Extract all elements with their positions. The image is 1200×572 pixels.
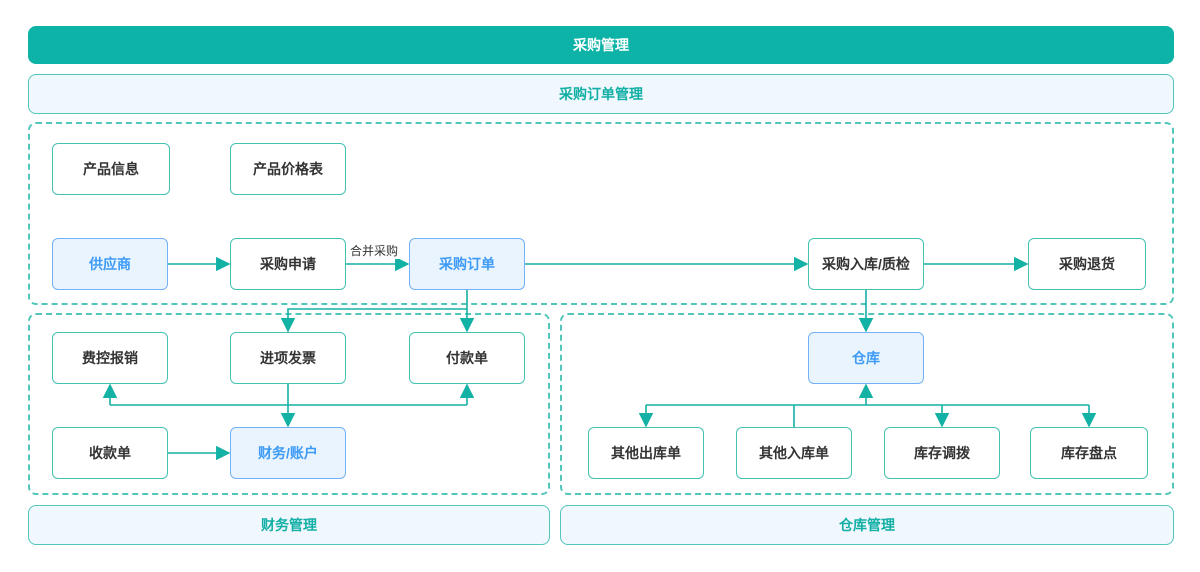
- node-purchase-order: 采购订单: [409, 238, 525, 290]
- node-product-price-list: 产品价格表: [230, 143, 346, 195]
- node-expense-claim: 费控报销: [52, 332, 168, 384]
- node-product-info: 产品信息: [52, 143, 170, 195]
- node-other-outbound: 其他出库单: [588, 427, 704, 479]
- section-bar-finance-label: 财务管理: [261, 517, 317, 533]
- node-other-inbound: 其他入库单: [736, 427, 852, 479]
- node-payment-order: 付款单: [409, 332, 525, 384]
- edge-label-merge-purchase: 合并采购: [348, 242, 401, 259]
- node-receipt-order: 收款单: [52, 427, 168, 479]
- node-input-invoice: 进项发票: [230, 332, 346, 384]
- region-purchase-order-management: [28, 122, 1174, 305]
- node-purchase-return: 采购退货: [1028, 238, 1146, 290]
- page-title: 采购管理: [573, 37, 629, 53]
- node-stock-transfer: 库存调拨: [884, 427, 1000, 479]
- node-warehouse: 仓库: [808, 332, 924, 384]
- node-finance-account: 财务/账户: [230, 427, 346, 479]
- node-purchase-request: 采购申请: [230, 238, 346, 290]
- node-purchase-inbound-qc: 采购入库/质检: [808, 238, 924, 290]
- section-bar-finance: 财务管理: [28, 505, 550, 545]
- subheader-title: 采购订单管理: [559, 86, 643, 102]
- section-bar-warehouse: 仓库管理: [560, 505, 1174, 545]
- section-bar-warehouse-label: 仓库管理: [839, 517, 895, 533]
- region-warehouse: [560, 313, 1174, 495]
- subheader-banner: 采购订单管理: [28, 74, 1174, 114]
- node-supplier: 供应商: [52, 238, 168, 290]
- page-title-banner: 采购管理: [28, 26, 1174, 64]
- node-stock-count: 库存盘点: [1030, 427, 1148, 479]
